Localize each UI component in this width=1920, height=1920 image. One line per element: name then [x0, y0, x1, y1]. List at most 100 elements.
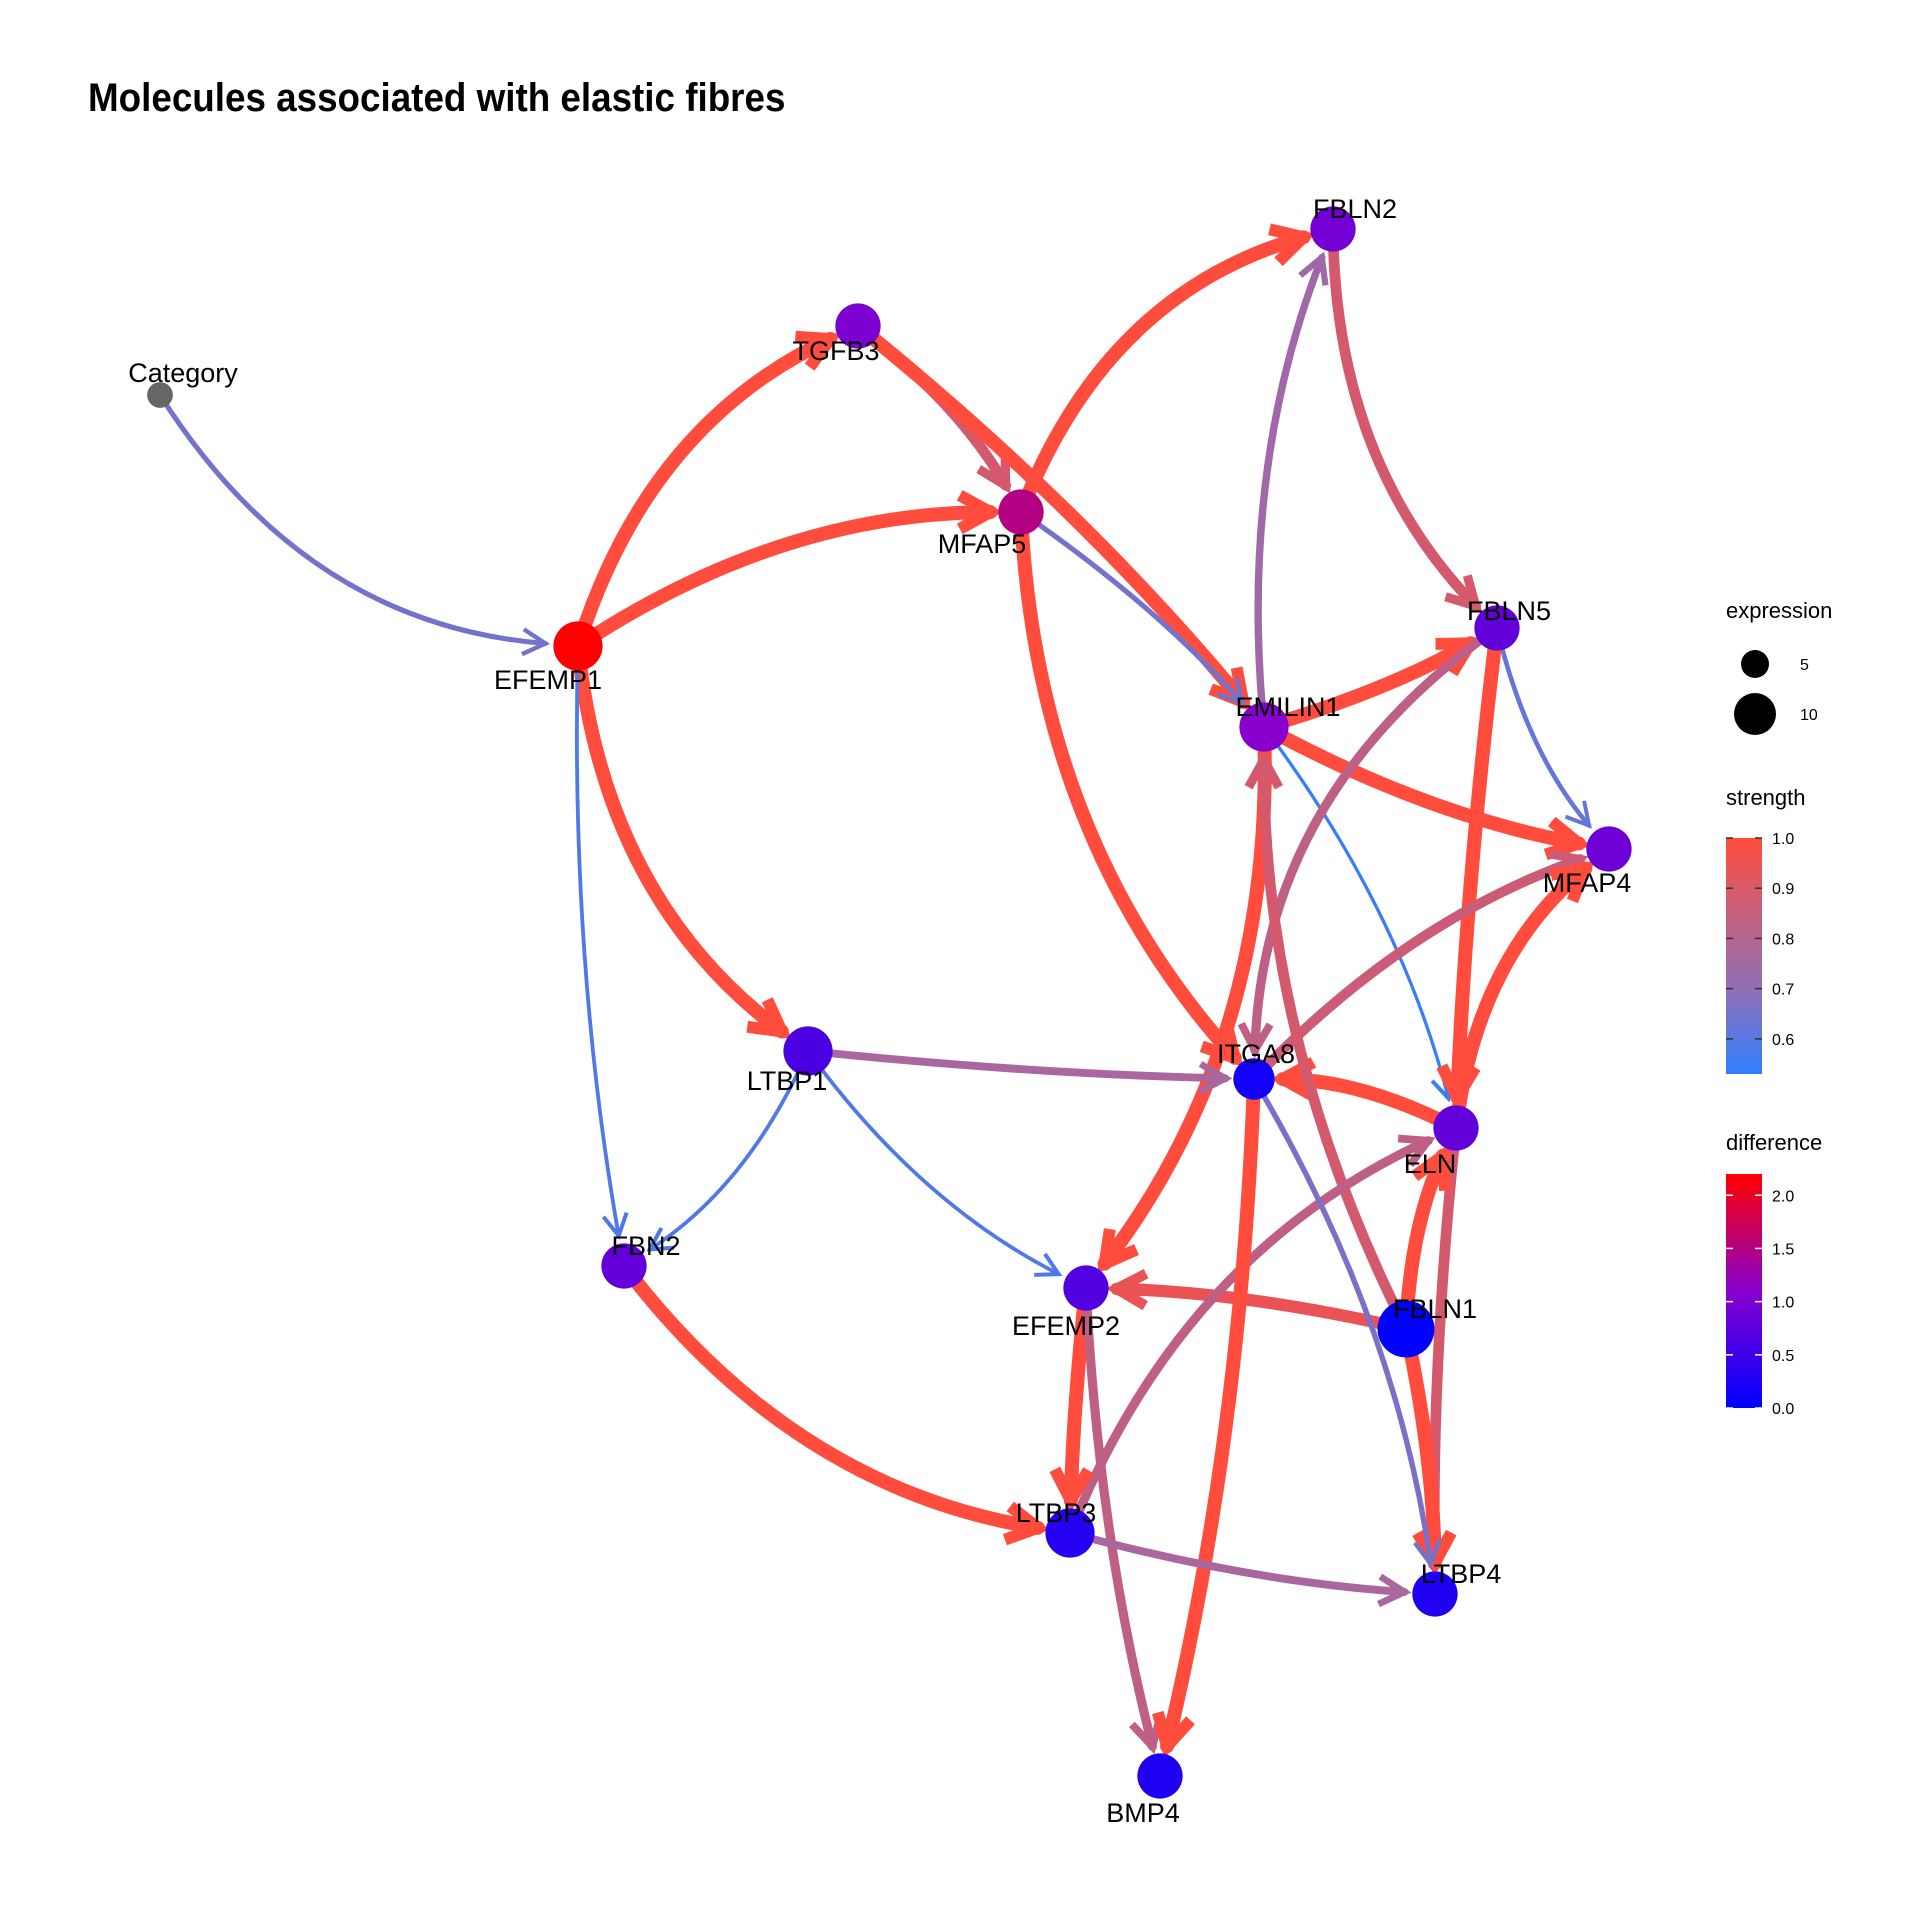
edge-fbln5-itga8: [1250, 623, 1502, 1055]
node-label-fbn2: FBN2: [611, 1231, 680, 1261]
labels-layer: CategoryTGFB3FBLN2MFAP5EFEMP1FBLN5EMILIN…: [128, 194, 1631, 1828]
node-itga8[interactable]: [1233, 1058, 1275, 1100]
edge-eln-itga8: [1275, 1072, 1463, 1135]
edge-arrow-mfap5-emilin1: [1217, 676, 1246, 707]
edge-mfap5-itga8: [1014, 505, 1242, 1065]
legend-difference-tick-label-3: 0.5: [1772, 1348, 1794, 1365]
edge-emilin1-eln: [1262, 725, 1451, 1100]
edge-fbln5-mfap4: [1494, 625, 1592, 828]
node-label-tgfb3: TGFB3: [792, 336, 879, 366]
edge-arrow-efemp1-fbn2: [601, 1211, 629, 1240]
edge-emilin1-fbln2: [1254, 253, 1326, 731]
legend-difference-tick-label-0: 2.0: [1772, 1188, 1794, 1205]
edge-arrow-itga8-ltbp4: [1413, 1538, 1443, 1569]
edge-efemp1-mfap5: [571, 505, 998, 653]
node-category[interactable]: [147, 382, 173, 408]
edge-tgfb3-emilin1: [851, 319, 1251, 709]
edge-arrow-fbn2-ltbp3: [1002, 1501, 1051, 1546]
edge-arrow-efemp1-tgfb3: [794, 330, 842, 371]
node-ltbp1[interactable]: [783, 1026, 833, 1076]
legend-difference-tick-label-4: 0.0: [1772, 1401, 1794, 1418]
node-label-efemp1: EFEMP1: [494, 665, 602, 695]
edge-arrow-itga8-bmp4: [1152, 1710, 1195, 1759]
edge-arrow-category-efemp1: [521, 627, 551, 657]
edge-arrow-fbln5-mfap4: [1564, 800, 1592, 829]
edge-mfap5-emilin1: [1018, 509, 1245, 706]
legend-strength-tick-label-1: 0.9: [1772, 881, 1794, 898]
legend: expression 5 10 strength 1.00.90.80.70.6…: [1726, 598, 1832, 1418]
edge-ltbp3-ltbp4: [1066, 1529, 1409, 1596]
node-efemp2[interactable]: [1063, 1265, 1109, 1311]
node-emilin1[interactable]: [1239, 702, 1289, 752]
edges-layer: [157, 223, 1595, 1759]
legend-strength-title: strength: [1726, 785, 1806, 810]
legend-strength-tick-label-2: 0.8: [1772, 931, 1794, 948]
edge-arrow-ltbp3-eln: [1397, 1134, 1436, 1168]
edge-fbln1-ltbp4: [1399, 1322, 1442, 1571]
edge-arrow-fbln1-efemp2: [1105, 1269, 1149, 1311]
node-tgfb3[interactable]: [835, 303, 881, 349]
edge-arrow-efemp2-ltbp3: [1049, 1466, 1094, 1513]
edge-category-efemp1: [157, 392, 549, 647]
legend-strength-tick-label-0: 1.0: [1772, 831, 1794, 848]
node-ltbp3[interactable]: [1045, 1508, 1095, 1558]
edge-arrow-fbln5-itga8: [1237, 1021, 1274, 1059]
edge-arrow-efemp1-mfap5: [956, 490, 1003, 535]
node-fbln1[interactable]: [1377, 1300, 1435, 1358]
edge-arrow-fbln2-fbln5: [1444, 574, 1483, 613]
edge-fbn2-ltbp3: [617, 1259, 1045, 1535]
legend-strength-ticks: 1.0 0.9 0.8 0.7 0.6: [1726, 831, 1794, 1049]
node-fbln5[interactable]: [1474, 605, 1520, 651]
legend-strength-tick-label-4: 0.6: [1772, 1032, 1794, 1049]
edge-efemp2-ltbp3: [1063, 1281, 1093, 1508]
legend-expression-tick-1: 10: [1800, 707, 1818, 724]
edge-arrow-ltbp1-efemp2: [1034, 1252, 1063, 1277]
legend-strength-colorbar: [1726, 838, 1762, 1074]
edge-emilin1-mfap4: [1257, 720, 1586, 851]
edge-arrow-efemp1-ltbp1: [746, 997, 792, 1039]
edge-emilin1-fbln5: [1257, 636, 1478, 734]
node-label-ltbp4: LTBP4: [1421, 1559, 1502, 1589]
legend-difference-tick-label-2: 1.0: [1772, 1295, 1794, 1312]
node-label-emilin1: EMILIN1: [1235, 692, 1340, 722]
edge-fbln2-fbln5: [1327, 223, 1481, 612]
node-label-category: Category: [128, 358, 238, 388]
node-label-bmp4: BMP4: [1106, 1798, 1180, 1828]
node-label-mfap5: MFAP5: [938, 529, 1027, 559]
edge-arrow-mfap5-fbln2: [1268, 223, 1316, 266]
node-fbn2[interactable]: [601, 1243, 647, 1289]
edge-arrow-eln-mfap4: [1549, 860, 1595, 904]
legend-expression-key-large: [1734, 693, 1776, 735]
edge-itga8-bmp4: [1160, 1072, 1261, 1754]
edge-efemp1-tgfb3: [571, 331, 838, 653]
edge-arrow-ltbp1-fbn2: [646, 1226, 675, 1252]
node-label-mfap4: MFAP4: [1543, 868, 1632, 898]
legend-strength-tick-label-3: 0.7: [1772, 982, 1794, 999]
edge-ltbp1-efemp2: [806, 1049, 1061, 1277]
node-mfap4[interactable]: [1586, 826, 1632, 872]
edge-efemp1-fbn2: [574, 644, 621, 1238]
node-eln[interactable]: [1433, 1105, 1479, 1151]
node-label-fbln2: FBLN2: [1313, 194, 1397, 224]
edge-arrow-emilin1-fbln2: [1298, 251, 1329, 286]
chart-title: Molecules associated with elastic fibres: [88, 76, 786, 120]
edge-mfap5-fbln2: [1014, 230, 1311, 519]
node-fbln2[interactable]: [1310, 206, 1356, 252]
nodes-layer: [147, 206, 1632, 1799]
node-mfap5[interactable]: [998, 489, 1044, 535]
edge-arrow-ltbp3-ltbp4: [1377, 1573, 1412, 1608]
node-label-efemp2: EFEMP2: [1012, 1311, 1120, 1341]
edge-ltbp1-fbn2: [647, 1049, 810, 1252]
edge-arrow-tgfb3-mfap5: [976, 453, 1011, 494]
node-label-itga8: ITGA8: [1217, 1039, 1295, 1069]
node-label-ltbp3: LTBP3: [1016, 1498, 1097, 1528]
edge-arrow-emilin1-mfap4: [1543, 816, 1591, 861]
node-bmp4[interactable]: [1137, 1753, 1183, 1799]
legend-difference-tick-label-1: 1.5: [1772, 1241, 1794, 1258]
node-ltbp4[interactable]: [1412, 1571, 1458, 1617]
edge-eln-mfap4: [1449, 861, 1593, 1135]
edge-fbln5-eln: [1450, 621, 1504, 1105]
legend-expression-title: expression: [1726, 598, 1832, 623]
node-efemp1[interactable]: [553, 621, 603, 671]
